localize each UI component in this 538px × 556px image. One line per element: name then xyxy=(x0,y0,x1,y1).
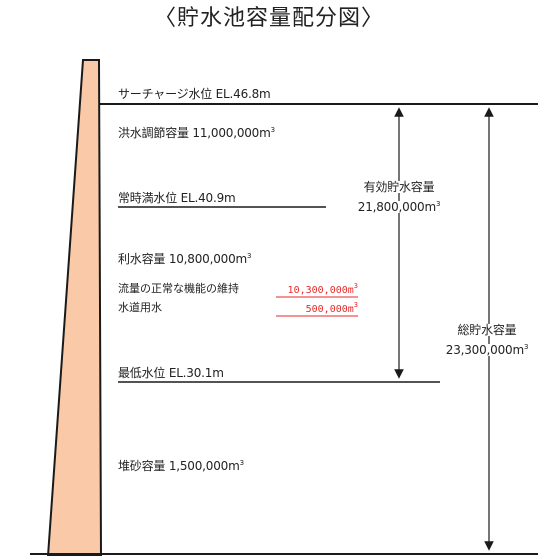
effective-storage-value: 21,800,000m3 xyxy=(340,201,458,213)
water-use-volume: 利水容量 10,800,000m3 xyxy=(118,252,252,266)
flood-control-volume: 洪水調節容量 11,000,000m3 xyxy=(118,126,275,140)
breakdown-label-normal-flow: 流量の正常な機能の維持 xyxy=(118,282,239,295)
diagram-title: 〈貯水池容量配分図〉 xyxy=(153,6,384,31)
sediment-volume: 堆砂容量 1,500,000m3 xyxy=(118,459,244,473)
breakdown-value-water-supply: 500,000m3 xyxy=(305,301,358,315)
total-storage-value: 23,300,000m3 xyxy=(436,344,538,356)
breakdown-value-normal-flow: 10,300,000m3 xyxy=(287,282,358,296)
surcharge-level-label: サーチャージ水位 EL.46.8m xyxy=(118,87,271,101)
normal-full-level-label: 常時満水位 EL.40.9m xyxy=(118,191,236,205)
dam-body xyxy=(46,59,103,556)
effective-storage-label: 有効貯水容量 xyxy=(340,181,458,193)
minimum-level-label: 最低水位 EL.30.1m xyxy=(118,366,224,380)
breakdown-label-water-supply: 水道用水 xyxy=(118,301,162,314)
total-storage-label: 総貯水容量 xyxy=(436,324,538,336)
